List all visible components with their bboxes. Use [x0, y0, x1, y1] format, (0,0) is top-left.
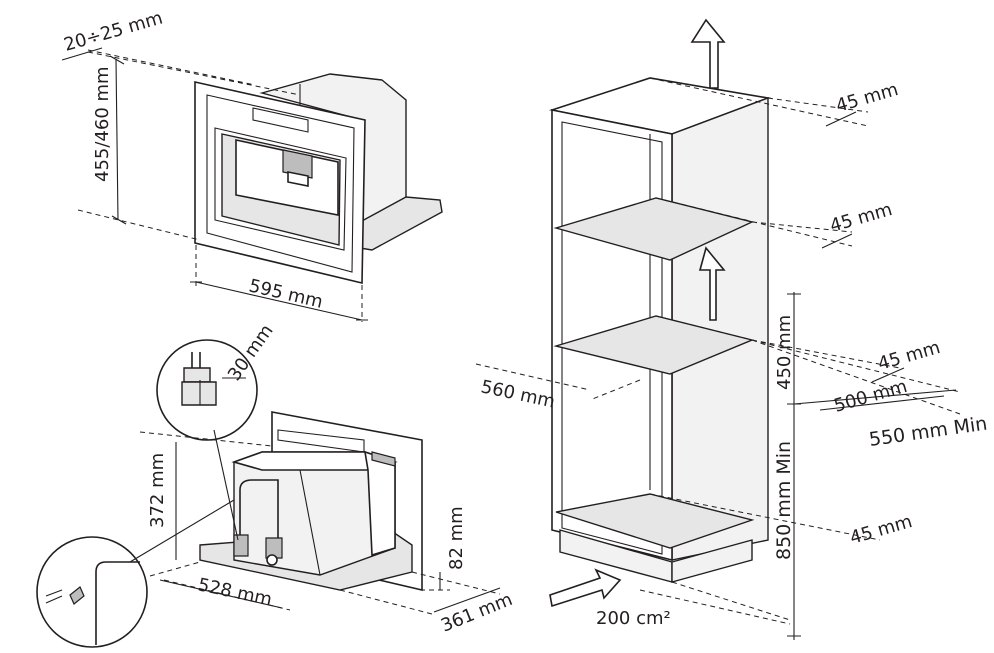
h-82-label: 82 mm — [446, 506, 467, 570]
niche-width-label: 560 mm — [479, 376, 557, 412]
coffee-machine-front — [61, 47, 443, 322]
niche-height-label: 450 mm — [774, 315, 795, 390]
top-gap-label: 45 mm — [834, 79, 901, 117]
niche-depth-label: 500 mm — [832, 376, 910, 417]
bottom-gap-label: 45 mm — [848, 511, 915, 549]
width-label: 595 mm — [247, 275, 325, 312]
height-label: 455/460 mm — [92, 66, 113, 182]
coffee-machine-rear — [36, 339, 501, 648]
vent-area-label: 200 cm² — [596, 608, 671, 629]
cabinet — [475, 18, 961, 640]
rear-height-label: 372 mm — [147, 453, 168, 528]
floor-height-label: 850 mm Min — [773, 441, 795, 560]
gap-label: 20÷25 mm — [62, 8, 166, 56]
depth-528-label: 528 mm — [196, 574, 274, 610]
cabinet-depth-label: 550 mm Min — [868, 413, 989, 451]
side-gap-label: 45 mm — [876, 337, 943, 375]
shelf-gap-label: 45 mm — [828, 199, 895, 237]
